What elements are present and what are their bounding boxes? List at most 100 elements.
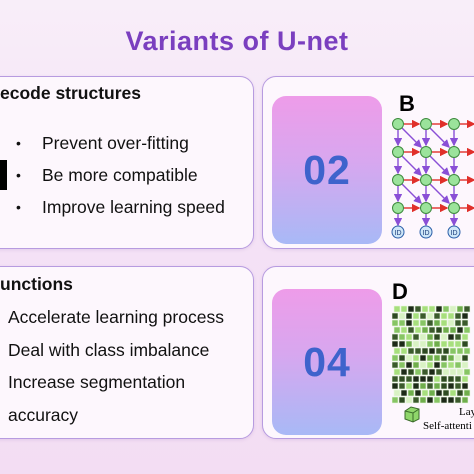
voxel-block <box>435 389 443 397</box>
voxel-block <box>392 375 399 383</box>
voxel-block <box>419 312 427 320</box>
voxel-block <box>419 361 427 369</box>
voxel-block <box>433 312 441 320</box>
voxel-block <box>447 396 455 404</box>
voxel-block <box>440 361 448 369</box>
voxel-block <box>440 319 448 327</box>
voxel-block <box>412 340 420 348</box>
voxel-block <box>405 333 413 341</box>
voxel-block <box>428 347 436 355</box>
voxel-block <box>433 333 441 341</box>
voxel-block <box>419 382 427 390</box>
voxel-block <box>454 382 462 390</box>
voxel-block <box>442 368 450 376</box>
voxel-block <box>454 354 462 362</box>
voxel-block <box>456 389 464 397</box>
voxel-block <box>398 333 406 341</box>
voxel-block <box>461 319 469 327</box>
voxel-block <box>398 354 406 362</box>
voxel-block <box>400 326 408 334</box>
decode-structures-heading: ecode structures <box>0 83 142 103</box>
voxel-block <box>421 389 429 397</box>
bottom-grid-node <box>391 225 405 239</box>
bottom-grid-node <box>419 225 433 239</box>
voxel-block <box>461 340 469 348</box>
voxel-block <box>454 333 462 341</box>
voxel-block <box>398 375 406 383</box>
voxel-block <box>393 326 401 334</box>
grid-node <box>392 174 404 186</box>
grid-node <box>392 202 404 214</box>
voxel-block <box>400 305 408 313</box>
voxel-block <box>463 326 471 334</box>
voxel-block <box>447 382 455 390</box>
voxel-block <box>414 368 422 376</box>
voxel-block <box>419 354 427 362</box>
voxel-block <box>392 396 399 404</box>
voxel-block <box>393 305 401 313</box>
number-02: 02 <box>303 146 351 193</box>
panel-label-b: B <box>399 91 415 116</box>
voxel-block <box>447 361 455 369</box>
voxel-block <box>442 305 450 313</box>
up-sampling-arrow <box>401 183 422 204</box>
voxel-block <box>419 340 427 348</box>
voxel-block <box>454 312 462 320</box>
voxel-block <box>440 333 448 341</box>
voxel-block <box>463 389 471 397</box>
voxel-block <box>398 312 406 320</box>
number-badge-02: 02 <box>272 96 382 244</box>
grid-node <box>448 118 460 130</box>
voxel-block <box>433 396 441 404</box>
voxel-block <box>392 333 399 341</box>
voxel-block <box>433 382 441 390</box>
voxel-block <box>428 305 436 313</box>
voxel-block <box>414 347 422 355</box>
bullet-icon: • <box>16 135 21 151</box>
up-sampling-arrow <box>429 183 450 204</box>
up-sampling-arrow <box>401 155 422 176</box>
decode-structures-card <box>0 76 254 249</box>
voxel-block <box>463 347 471 355</box>
list-item: Deal with class imbalance <box>8 339 210 360</box>
voxel-block <box>426 319 434 327</box>
bullet-icon: • <box>16 167 21 183</box>
voxel-block <box>426 396 434 404</box>
bullet-icon: • <box>16 199 21 215</box>
voxel-block <box>398 340 406 348</box>
voxel-block <box>405 312 413 320</box>
voxel-block <box>414 326 422 334</box>
cropped-figure-edge <box>0 160 7 190</box>
voxel-block <box>400 347 408 355</box>
voxel-block <box>407 305 415 313</box>
voxel-block <box>428 389 436 397</box>
list-item-label: Prevent over-fitting <box>42 133 189 153</box>
voxel-block <box>407 389 415 397</box>
panel-label-d: D <box>392 279 408 304</box>
voxel-block <box>440 375 448 383</box>
voxel-block <box>419 333 427 341</box>
list-item: • Prevent over-fitting <box>16 127 225 159</box>
voxel-block <box>419 375 427 383</box>
grid-connections <box>393 119 474 227</box>
voxel-block <box>463 305 471 313</box>
legend-cube-icon <box>404 406 420 423</box>
voxel-block <box>426 312 434 320</box>
voxel-block <box>421 347 429 355</box>
voxel-block <box>433 340 441 348</box>
voxel-block <box>412 319 420 327</box>
voxel-block <box>414 389 422 397</box>
voxel-block <box>426 382 434 390</box>
node-label: ID <box>395 230 402 237</box>
voxel-block <box>412 333 420 341</box>
voxel-block <box>440 382 448 390</box>
up-sampling-arrow <box>401 127 422 148</box>
voxel-block <box>400 389 408 397</box>
voxel-block <box>461 361 469 369</box>
voxel-block <box>398 382 406 390</box>
voxel-block <box>392 319 399 327</box>
list-item-label: Improve learning speed <box>42 197 225 217</box>
voxel-block <box>426 333 434 341</box>
